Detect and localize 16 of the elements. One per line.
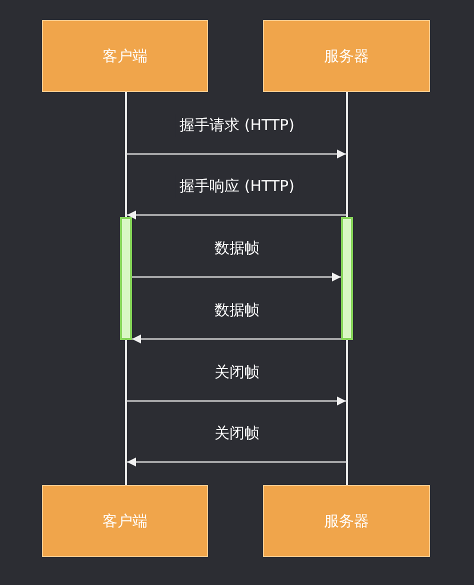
participant-box <box>263 20 430 92</box>
participant-name: 服务器 <box>324 46 369 67</box>
message-arrow <box>127 150 346 158</box>
message-arrow <box>127 458 346 466</box>
message-arrow <box>127 396 346 406</box>
participant-name: 服务器 <box>324 510 369 532</box>
participant-box <box>42 485 208 557</box>
participant-name: 客户端 <box>102 510 148 532</box>
message-arrow <box>132 272 341 282</box>
message-arrow <box>132 334 341 344</box>
participant-name: 客户端 <box>102 46 148 67</box>
participant-box <box>42 20 208 92</box>
activation-bar <box>341 217 353 340</box>
activation-bar <box>120 217 132 340</box>
participant-box <box>263 485 430 557</box>
message-arrow <box>127 210 346 220</box>
